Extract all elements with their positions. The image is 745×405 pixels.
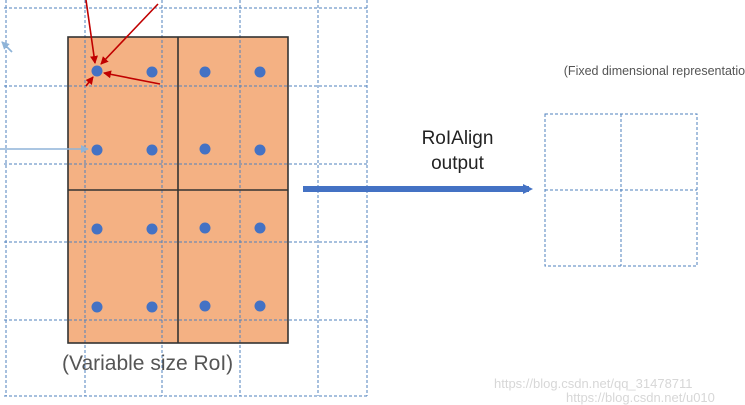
method-name-text: RoIAlign	[421, 128, 494, 149]
sampling-points	[91, 65, 266, 313]
fixed-representation-label: (Fixed dimensional representation)	[563, 64, 745, 78]
output-grid	[544, 113, 698, 267]
sample-point	[254, 222, 266, 234]
watermark-line: https://blog.csdn.net/qq_31478711	[494, 376, 693, 391]
sample-point	[254, 144, 266, 156]
sample-point	[91, 301, 103, 313]
sample-point	[254, 300, 266, 312]
roialign-label: RoIAlign output	[400, 126, 515, 176]
sample-point	[254, 66, 266, 78]
sample-point	[146, 66, 158, 78]
sample-point	[199, 143, 211, 155]
method-output-text: output	[431, 153, 484, 174]
watermark-line-cut: https://blog.csdn.net/u010	[566, 390, 715, 405]
roi-caption: (Variable size RoI)	[62, 352, 234, 375]
watermark: https://blog.csdn.net/qq_31478711 https:…	[494, 377, 715, 405]
feature-map-grid	[4, 0, 368, 397]
interpolation-arrows	[85, 0, 161, 87]
roi-bins	[67, 36, 289, 344]
sample-point	[199, 300, 211, 312]
sample-point	[146, 301, 158, 313]
sample-point	[199, 66, 211, 78]
sample-point	[146, 223, 158, 235]
sample-point	[199, 222, 211, 234]
pointer-arrow-corner	[1, 41, 13, 53]
sample-point	[146, 144, 158, 156]
sample-point	[91, 144, 103, 156]
sample-point	[91, 65, 103, 77]
sample-point	[91, 223, 103, 235]
